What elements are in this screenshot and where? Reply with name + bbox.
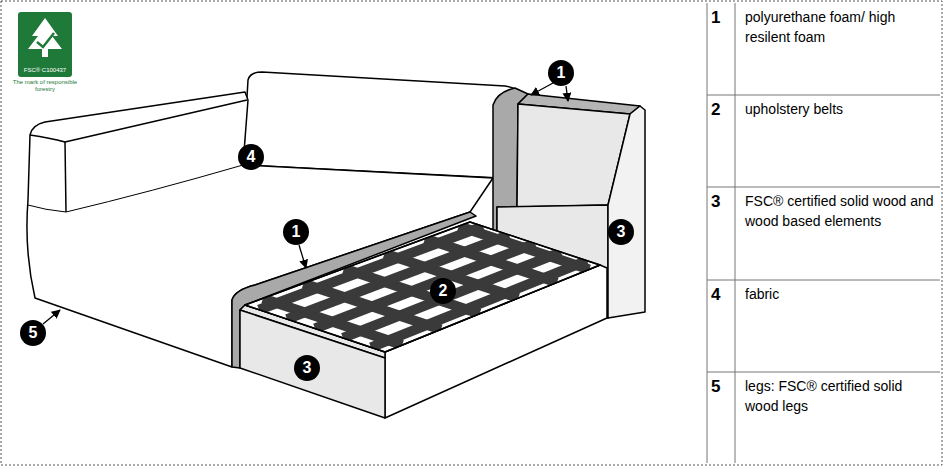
certificate-code: FSC® C100437 xyxy=(24,67,66,74)
callout-number: 3 xyxy=(294,355,320,381)
legend-table-grid xyxy=(707,3,940,463)
callout-number: 5 xyxy=(20,320,46,346)
callout-number: 4 xyxy=(238,144,264,170)
callout-text: 5 xyxy=(29,325,38,341)
callout-number: 1 xyxy=(283,219,309,245)
table-cell: upholstery belts xyxy=(745,100,935,120)
table-number: 4 xyxy=(711,285,733,305)
callout-text: 4 xyxy=(247,149,256,165)
sofa-bed xyxy=(27,72,645,418)
logo-tagline: The mark of responsible forestry xyxy=(12,79,78,93)
table-cell: polyurethane foam/ high resilent foam xyxy=(745,8,935,47)
callout-text: 2 xyxy=(439,283,448,299)
leader-lines xyxy=(43,83,568,324)
callout-text: 3 xyxy=(303,360,312,376)
callout-number: 1 xyxy=(548,60,574,86)
table-cell: fabric xyxy=(745,285,935,305)
callout-number: 2 xyxy=(430,278,456,304)
table-number: 2 xyxy=(711,100,733,120)
callout-text: 1 xyxy=(292,224,301,240)
callout-number: 3 xyxy=(608,219,634,245)
table-number: 1 xyxy=(711,8,733,28)
callout-text: 1 xyxy=(557,65,566,81)
fsc-logo: FSC® C100437 xyxy=(18,12,72,77)
table-cell: legs: FSC® certified solid wood legs xyxy=(745,377,935,416)
fsc-logo-art xyxy=(18,12,72,77)
table-cell: FSC® certified solid wood and wood based… xyxy=(745,192,935,231)
callout-text: 3 xyxy=(617,224,626,240)
table-number: 3 xyxy=(711,192,733,212)
table-number: 5 xyxy=(711,377,733,397)
